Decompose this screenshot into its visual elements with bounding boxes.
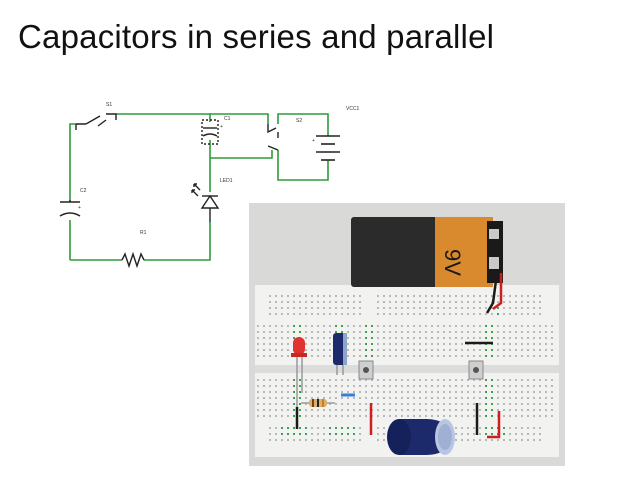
breadboard-illustration: 9V: [249, 203, 565, 466]
battery-vcc1: [316, 135, 340, 161]
red-led: [291, 337, 307, 407]
c2-plus-sign: +: [78, 205, 81, 211]
small-capacitor: [333, 333, 347, 375]
label-s2: S2: [296, 118, 302, 124]
label-s1: S1: [106, 102, 112, 108]
led-led1: [191, 183, 220, 222]
battery-label: 9V: [440, 249, 465, 276]
circuit-schematic: S1 C1 S2 VCC1 LED1 C2 R1 + + +: [59, 102, 360, 269]
capacitor-c2: [59, 200, 81, 217]
resistor-r1: [121, 251, 145, 269]
vcc-plus-sign: +: [312, 138, 315, 144]
switch-s2: [267, 124, 279, 151]
label-r1: R1: [140, 230, 147, 236]
label-c2: C2: [80, 188, 87, 194]
label-led1: LED1: [220, 178, 233, 184]
large-capacitor: [387, 419, 455, 455]
capacitor-c1: [201, 119, 219, 145]
resistor: [301, 399, 335, 407]
battery-9v: 9V: [351, 217, 503, 287]
label-vcc1: VCC1: [346, 106, 360, 112]
slide-title: Capacitors in series and parallel: [18, 18, 495, 55]
label-c1: C1: [224, 116, 231, 122]
switch-s1: [75, 113, 117, 130]
c1-plus-sign: +: [220, 124, 223, 130]
